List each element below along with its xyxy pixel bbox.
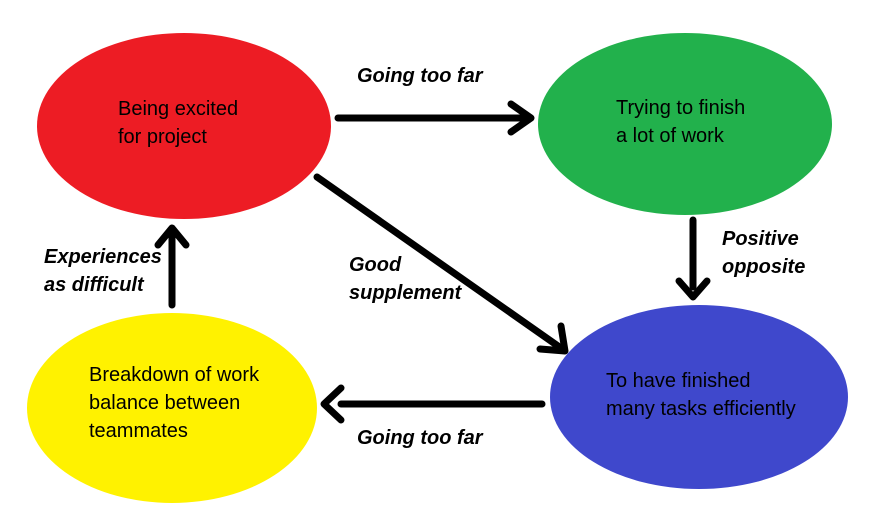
node-label-trying-to-finish: Trying to finish a lot of work bbox=[616, 94, 745, 150]
edge-label-positive-opposite: Positive opposite bbox=[722, 225, 805, 281]
edge-label-line: Experiences bbox=[44, 246, 162, 268]
arrow-excited-to-efficient bbox=[313, 173, 569, 355]
node-label-line: a lot of work bbox=[616, 125, 724, 147]
arrows-layer bbox=[154, 100, 711, 424]
node-ellipse-breakdown-balance bbox=[27, 313, 317, 503]
edge-label-line: opposite bbox=[722, 256, 806, 278]
node-label-line: Breakdown of work bbox=[89, 364, 260, 386]
node-label-line: many tasks efficiently bbox=[606, 398, 796, 420]
node-label-line: for project bbox=[118, 126, 207, 148]
arrow-excited-to-finish bbox=[334, 100, 535, 136]
edge-label-line: as difficult bbox=[44, 274, 144, 296]
edge-label-good-supplement: Good supplement bbox=[349, 251, 461, 307]
node-ellipse-trying-to-finish bbox=[538, 33, 832, 215]
node-label-line: Being excited bbox=[118, 98, 239, 120]
edge-label-going-too-far-bottom: Going too far bbox=[357, 427, 483, 449]
node-label-being-excited: Being excited for project bbox=[118, 95, 238, 151]
arrow-breakdown-to-excited bbox=[154, 224, 190, 309]
arrow-efficient-to-breakdown bbox=[320, 384, 546, 424]
node-label-finished-efficiently: To have finished many tasks efficiently bbox=[606, 367, 796, 423]
node-label-line: balance between bbox=[89, 392, 241, 414]
node-label-line: To have finished bbox=[606, 370, 751, 392]
edge-label-line: supplement bbox=[349, 282, 462, 304]
edge-label-experiences-as-difficult: Experiences as difficult bbox=[44, 243, 162, 299]
node-label-line: Trying to finish bbox=[616, 97, 746, 119]
arrow-finish-to-efficient bbox=[675, 216, 711, 301]
node-ellipse-finished-efficiently bbox=[550, 305, 848, 489]
node-ellipse-being-excited bbox=[37, 33, 331, 219]
node-label-breakdown-balance: Breakdown of work balance between teamma… bbox=[89, 361, 259, 445]
edge-label-line: Positive bbox=[722, 228, 799, 250]
node-label-line: teammates bbox=[89, 420, 188, 442]
edge-label-going-too-far-top: Going too far bbox=[357, 65, 483, 87]
edge-label-line: Good bbox=[349, 254, 402, 276]
